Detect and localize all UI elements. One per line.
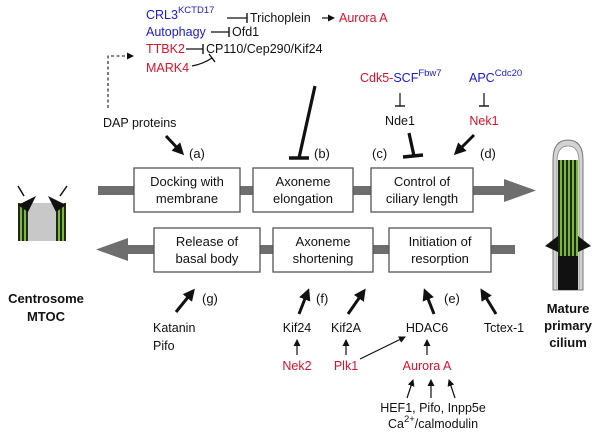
svg-text:ciliary length: ciliary length: [386, 191, 458, 206]
cp110-label: CP110/Cep290/Kif24: [206, 42, 323, 56]
mark4-inhibits-cp110: [191, 53, 216, 67]
svg-text:Release of: Release of: [176, 234, 239, 249]
dap-to-docking-arrow: [164, 134, 185, 156]
apc-inhibits-nek1: [479, 93, 489, 107]
crl3-label: CRL3KCTD17: [146, 5, 214, 22]
autophagy-inhibits-ofd1: [211, 27, 230, 37]
svg-text:basal body: basal body: [176, 251, 239, 266]
label-f: (f): [316, 291, 328, 306]
ttbk2-label: TTBK2: [146, 42, 185, 56]
autophagy-label: Autophagy: [146, 25, 207, 39]
svg-text:Docking with: Docking with: [150, 174, 224, 189]
hef1-to-aurora-arrow-1: [406, 379, 415, 399]
plk1-label: Plk1: [334, 359, 358, 373]
svg-text:membrane: membrane: [156, 191, 218, 206]
katanin-label: Katanin: [153, 321, 195, 335]
svg-text:Initiation of: Initiation of: [409, 234, 472, 249]
ofd1-label: Ofd1: [232, 25, 259, 39]
katanin-to-release-arrow: [174, 288, 195, 313]
centrosome-icon: [17, 185, 68, 241]
svg-text:elongation: elongation: [273, 191, 333, 206]
kif24-to-shortening-arrow: [297, 288, 311, 315]
label-a: (a): [189, 146, 205, 161]
kif2a-to-shortening-arrow: [346, 288, 366, 315]
docking-box: Docking with membrane: [133, 167, 241, 213]
hef1-label: HEF1, Pifo, Inpp5e: [380, 401, 486, 415]
mtoc-label: MTOC: [27, 309, 66, 324]
centrosome-label: Centrosome: [8, 291, 84, 306]
cdk5-inhibits-nde1: [395, 93, 405, 107]
dap-proteins-label: DAP proteins: [103, 116, 176, 130]
axoneme-elongation-box: Axoneme elongation: [252, 167, 354, 213]
ttbk2-inhibits-cp110: [186, 44, 204, 54]
aurora-a-bottom-label: Aurora A: [403, 359, 452, 373]
pifo-label: Pifo: [153, 339, 175, 353]
tctex1-to-resorption-arrow: [480, 288, 498, 315]
svg-text:Control of: Control of: [394, 174, 451, 189]
mark4-label: MARK4: [146, 61, 189, 75]
ciliary-length-box: Control of ciliary length: [370, 167, 474, 213]
hdac6-to-resorption-arrow: [422, 288, 436, 315]
cilium-label: cilium: [549, 335, 587, 350]
label-d: (d): [480, 146, 496, 161]
label-b: (b): [314, 146, 330, 161]
svg-text:Axoneme: Axoneme: [276, 174, 331, 189]
elongation-inhibit-bar: [289, 85, 317, 160]
label-e: (e): [444, 291, 460, 306]
nek1-label: Nek1: [469, 114, 498, 128]
nek1-to-length-arrow: [453, 133, 476, 156]
hdac6-label: HDAC6: [406, 321, 448, 335]
primary-label: primary: [544, 318, 592, 333]
svg-text:Axoneme: Axoneme: [296, 234, 351, 249]
release-box: Release of basal body: [153, 227, 261, 273]
nde1-inhibit-bar: [402, 132, 424, 159]
kif2a-label: Kif2A: [331, 321, 362, 335]
cilium-icon: [545, 139, 591, 291]
mature-label: Mature: [547, 301, 590, 316]
svg-text:shortening: shortening: [293, 251, 354, 266]
tctex1-label: Tctex-1: [484, 321, 524, 335]
nek2-label: Nek2: [282, 359, 311, 373]
label-c: (c): [372, 146, 387, 161]
crl3-inhibits-trichoplein: [227, 13, 248, 23]
nde1-label: Nde1: [385, 114, 415, 128]
trichoplein-label: Trichoplein: [250, 11, 311, 25]
hef1-to-aurora-arrow-3: [447, 379, 456, 399]
plk1-to-hdac6-arrow: [359, 336, 406, 360]
apc-label: APCCdc20: [469, 68, 522, 85]
resorption-box: Initiation of resorption: [388, 227, 492, 273]
cdk5-scf-label: Cdk5-SCFFbw7: [360, 68, 442, 85]
label-g: (g): [202, 291, 218, 306]
aurora-a-top-label: Aurora A: [339, 11, 388, 25]
axoneme-shortening-box: Axoneme shortening: [272, 227, 374, 273]
dap-dashed-arrow: [107, 52, 134, 108]
calcium-calmodulin-label: Ca2+/calmodulin: [388, 414, 478, 431]
svg-text:resorption: resorption: [411, 251, 469, 266]
kif24-label: Kif24: [283, 321, 312, 335]
